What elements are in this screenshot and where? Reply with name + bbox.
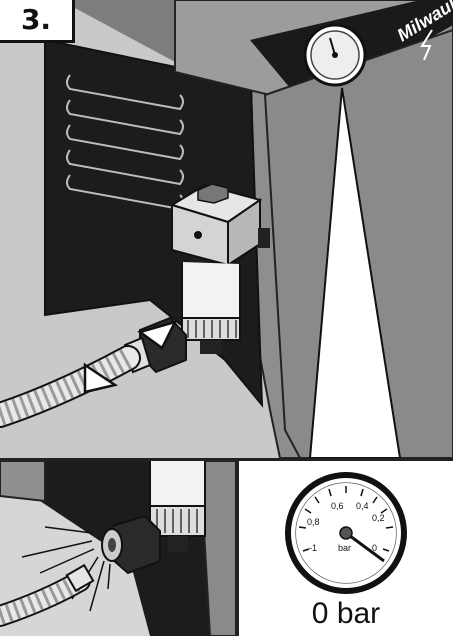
- gauge-tick-3: 0,2: [372, 513, 385, 523]
- pressure-gauge: 0,6 0,4 0,2 0,8 -1 0 bar: [239, 461, 453, 596]
- pressure-reading: 0 bar: [239, 597, 453, 631]
- step-number: 3.: [0, 0, 75, 43]
- detail-panel-gauge: 0,6 0,4 0,2 0,8 -1 0 bar 0 bar: [239, 461, 453, 636]
- detail-panel-disconnected-hose: [0, 461, 239, 636]
- lid-gauge-icon: [305, 25, 365, 85]
- gauge-tick-2: 0,4: [356, 501, 369, 511]
- gauge-tick-5: -1: [309, 543, 317, 553]
- gauge-tick-1: 0,6: [331, 501, 344, 511]
- gauge-unit: bar: [338, 543, 351, 553]
- compressor-drawing: Milwaukee: [0, 0, 453, 458]
- disconnected-hose-drawing: [0, 461, 236, 636]
- main-illustration-panel: Milwaukee: [0, 0, 453, 461]
- gauge-tick-4: 0,8: [307, 517, 320, 527]
